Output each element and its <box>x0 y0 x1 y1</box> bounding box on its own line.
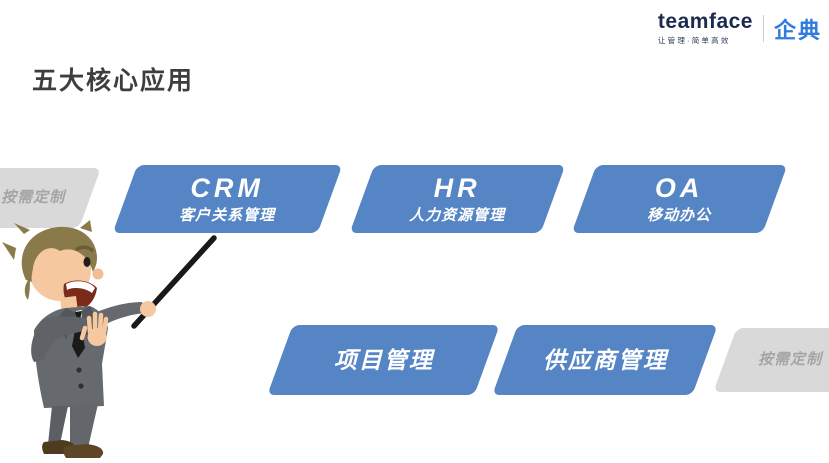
custom-on-demand-right-shape: 按需定制 <box>713 328 829 392</box>
businessman-presenter-illustration <box>2 220 217 458</box>
brand-tagline: 让管理·简单高效 <box>657 36 731 45</box>
oa-subtitle: 移动办公 <box>647 207 712 225</box>
hr-subtitle: 人力资源管理 <box>409 207 506 225</box>
supplier-management-label: 供应商管理 <box>542 346 668 373</box>
brand-name: teamface <box>657 10 753 33</box>
custom-on-demand-right-label: 按需定制 <box>757 351 822 369</box>
app-block-project-management: 项目管理 <box>267 325 500 395</box>
brand-wordmark: teamface 让管理·简单高效 <box>658 11 763 46</box>
app-block-supplier-management: 供应商管理 <box>492 325 718 395</box>
app-block-oa: OA 移动办公 <box>571 165 788 233</box>
brand-logo: teamface 让管理·简单高效 企典 <box>658 11 822 46</box>
product-name: 企典 <box>773 17 822 43</box>
hr-title: HR <box>433 173 481 204</box>
oa-title: OA <box>655 173 704 204</box>
crm-title: CRM <box>190 173 265 204</box>
app-block-hr: HR 人力资源管理 <box>349 165 566 233</box>
page-title: 五大核心应用 <box>32 66 195 95</box>
project-management-label: 项目管理 <box>333 346 434 373</box>
custom-on-demand-left-label: 按需定制 <box>0 189 65 207</box>
logo-divider <box>762 15 764 42</box>
